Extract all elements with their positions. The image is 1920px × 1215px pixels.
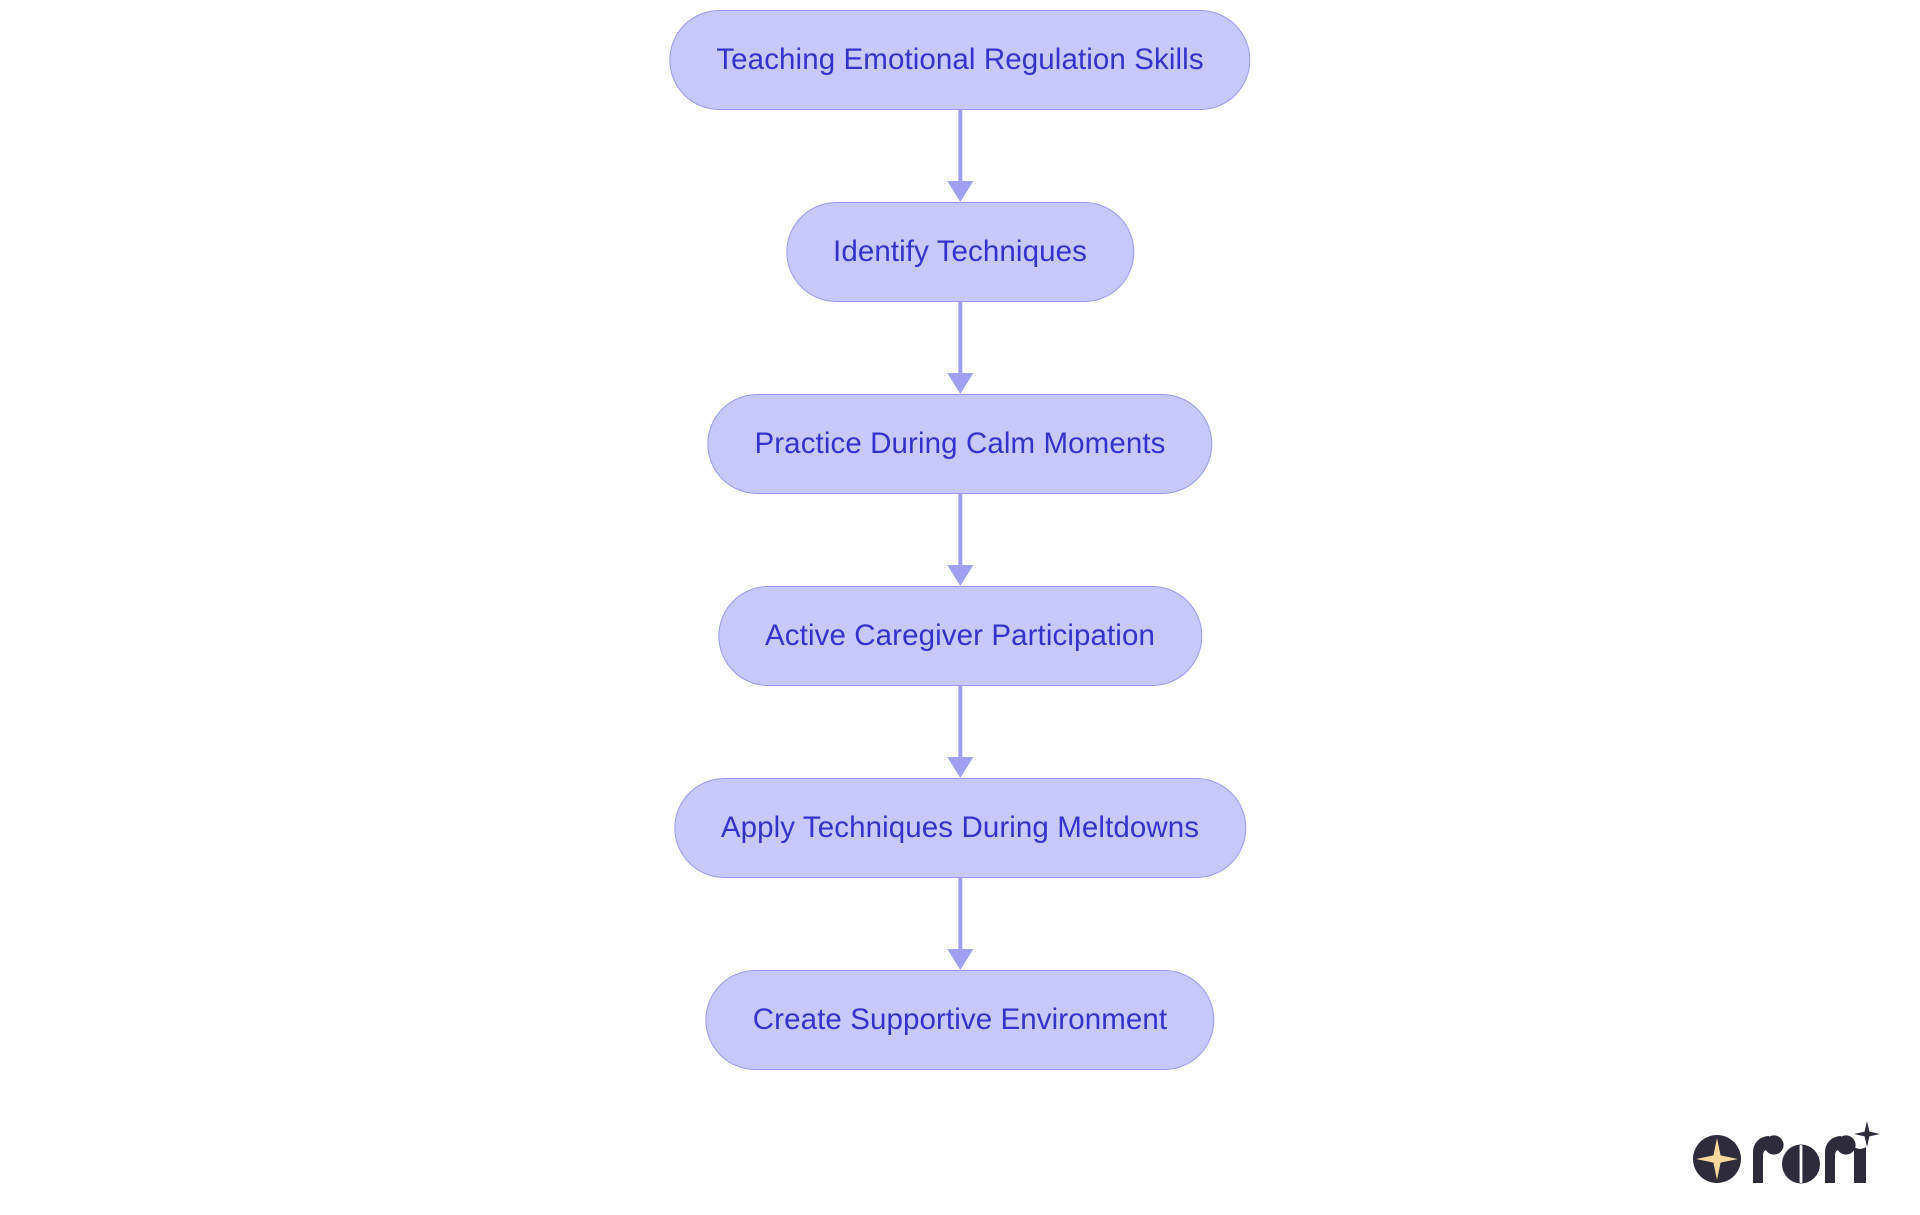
arrow-head-down-icon: [947, 181, 973, 202]
arrow-stem: [958, 110, 962, 183]
flow-node-teaching-emotional-regulation-skills[interactable]: Teaching Emotional Regulation Skills: [669, 10, 1251, 110]
flow-arrow-n4-to-n5: [945, 686, 975, 778]
arrow-head-down-icon: [947, 565, 973, 586]
flow-arrow-n2-to-n3: [945, 302, 975, 394]
arrow-stem: [958, 686, 962, 759]
flow-node-label: Teaching Emotional Regulation Skills: [716, 43, 1204, 77]
brand-wordmark: [1753, 1121, 1880, 1184]
arrow-stem: [958, 494, 962, 567]
flow-arrow-n3-to-n4: [945, 494, 975, 586]
flow-node-label: Practice During Calm Moments: [754, 427, 1166, 461]
arrow-stem: [958, 302, 962, 375]
arrow-stem: [958, 878, 962, 951]
sparkle-star-icon: [1854, 1121, 1880, 1147]
flow-node-label: Create Supportive Environment: [752, 1003, 1168, 1037]
brand-mark-circle: [1693, 1135, 1741, 1183]
flow-arrow-n1-to-n2: [945, 110, 975, 202]
flow-node-identify-techniques[interactable]: Identify Techniques: [786, 202, 1134, 302]
brand-logo-rori: [1692, 1119, 1882, 1187]
flow-node-label: Active Caregiver Participation: [765, 619, 1155, 653]
flow-node-practice-during-calm-moments[interactable]: Practice During Calm Moments: [707, 394, 1213, 494]
arrow-head-down-icon: [947, 757, 973, 778]
flow-node-apply-techniques-during-meltdowns[interactable]: Apply Techniques During Meltdowns: [673, 778, 1247, 878]
flow-node-active-caregiver-participation[interactable]: Active Caregiver Participation: [718, 586, 1202, 686]
flow-arrow-n5-to-n6: [945, 878, 975, 970]
flow-node-label: Identify Techniques: [833, 235, 1087, 269]
flowchart-node-column: Teaching Emotional Regulation Skills Ide…: [669, 10, 1251, 1070]
arrow-head-down-icon: [947, 949, 973, 970]
flow-node-create-supportive-environment[interactable]: Create Supportive Environment: [705, 970, 1215, 1070]
four-point-star-icon: [1696, 1138, 1738, 1180]
arrow-head-down-icon: [947, 373, 973, 394]
flowchart: Teaching Emotional Regulation Skills Ide…: [669, 10, 1251, 1070]
flow-node-label: Apply Techniques During Meltdowns: [720, 811, 1200, 845]
